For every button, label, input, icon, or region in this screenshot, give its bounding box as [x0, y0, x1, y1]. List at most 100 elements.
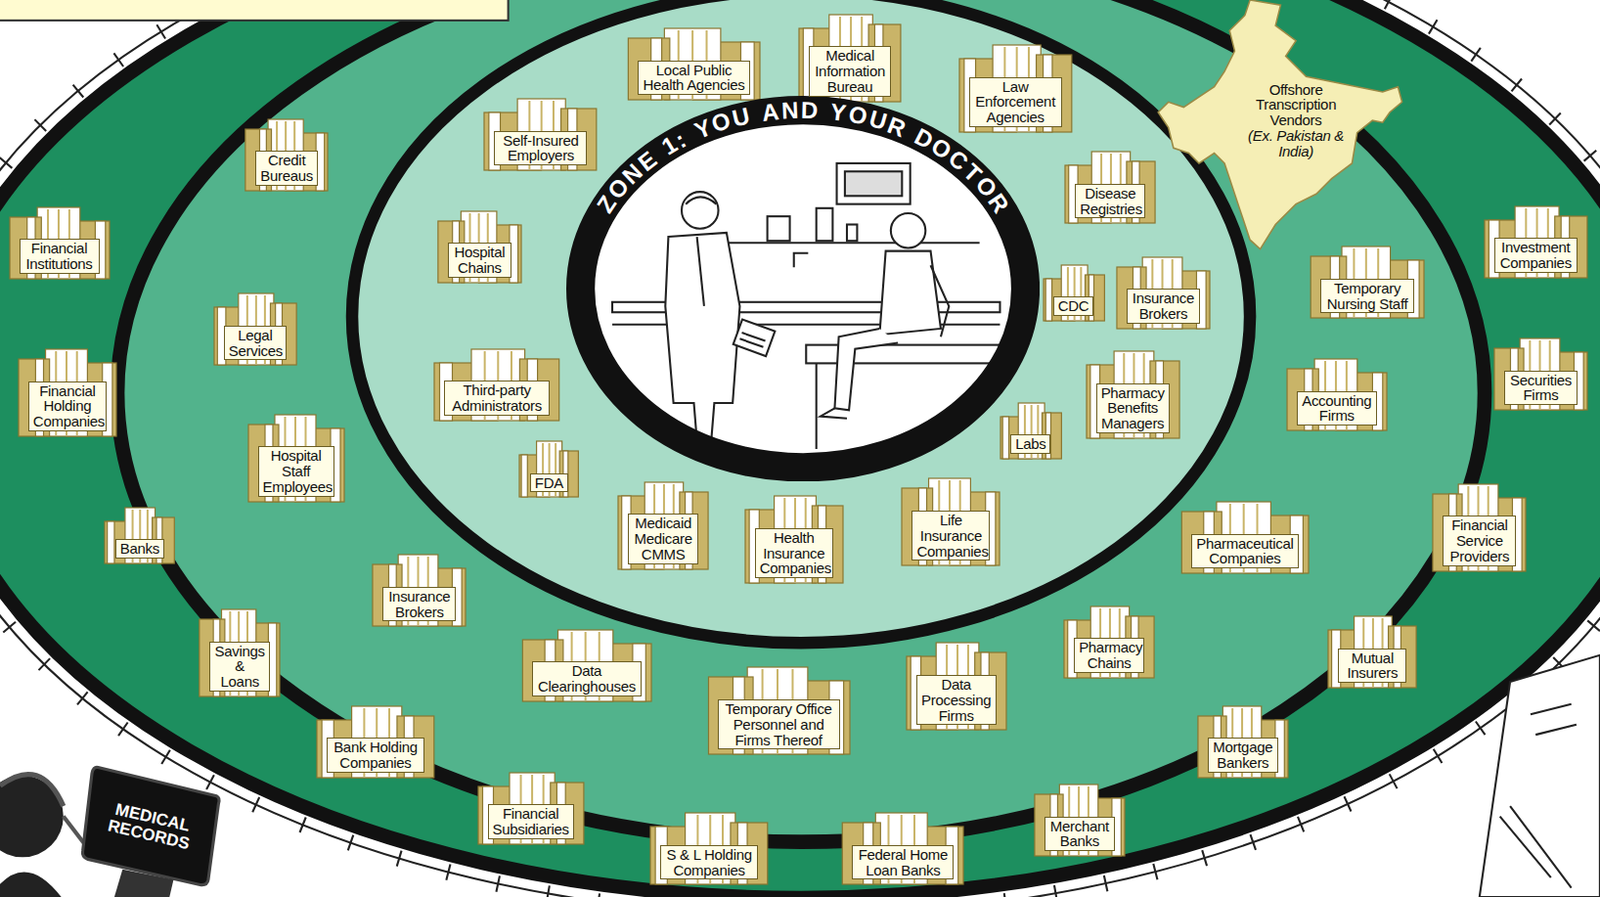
building-label: Data Processing Firms [916, 674, 997, 725]
building-text: Disease Registries [1079, 184, 1143, 218]
building-icon [745, 495, 844, 583]
paper-sketch [1479, 655, 1600, 897]
monitor-label: MEDICAL RECORDS [101, 799, 202, 854]
building-label: Pharmaceutical Companies [1191, 533, 1299, 570]
building-node: Securities Firms [1493, 336, 1589, 411]
building-node: Data Clearinghouses [521, 627, 653, 703]
building-label: Insurance Brokers [382, 586, 456, 623]
building-icon [199, 609, 280, 697]
doctor-illustration [612, 163, 1000, 449]
building-text: Legal Services [228, 326, 283, 359]
zone-title-char: A [759, 97, 781, 128]
building-node: Banks [103, 505, 176, 565]
building-label: S & L Holding Companies [660, 844, 758, 881]
building-label: FDA [530, 473, 569, 493]
building-icon [1287, 358, 1387, 431]
building-node: FDA [518, 439, 579, 498]
top-left-panel [0, 0, 509, 21]
building-icon [104, 507, 175, 564]
building-node: Pharmacy Benefits Managers [1085, 349, 1181, 440]
building-icon [1198, 706, 1289, 778]
building-text: Investment Companies [1500, 238, 1572, 271]
building-label: Hospital Chains [447, 242, 512, 278]
building-label: Banks [115, 538, 165, 559]
building-icon [438, 211, 522, 283]
building-text: Temporary Nursing Staff [1327, 279, 1409, 312]
building-icon [1064, 606, 1155, 678]
building-icon [1034, 784, 1125, 856]
building-icon [484, 98, 597, 171]
building-text: Savings & Loans [215, 642, 266, 691]
building-text: Local Public Health Agencies [643, 61, 746, 94]
building-node: CDC [1042, 263, 1106, 322]
zone-title-char: N [780, 96, 800, 126]
building-icon [478, 772, 584, 845]
building-label: Pharmacy Chains [1073, 637, 1145, 673]
building-text: Medicaid Medicare CMMS [634, 514, 693, 563]
building-node: Life Insurance Companies [900, 476, 1001, 567]
building-text: Merchant Banks [1050, 817, 1110, 850]
building-text: Bank Holding Companies [333, 738, 418, 771]
building-node: Financial Service Providers [1431, 482, 1527, 573]
building-text: Third-party Administrators [451, 381, 542, 414]
building-icon [1494, 338, 1588, 410]
building-text: Mutual Insurers [1346, 649, 1398, 682]
building-block [521, 454, 528, 497]
building-node: Health Insurance Companies [744, 493, 845, 584]
building-text: Financial Subsidiaries [492, 804, 570, 838]
building-node: Savings & Loans [198, 607, 281, 698]
building-text: Federal Home Loan Banks [858, 845, 948, 879]
building-icon [1000, 402, 1062, 459]
building-label: Investment Companies [1494, 237, 1578, 273]
building-label: Financial Institutions [19, 238, 100, 274]
building-node: Hospital Staff Employees [247, 412, 346, 503]
building-icon [799, 14, 901, 102]
building-label: Bank Holding Companies [326, 737, 425, 773]
building-label: Data Clearinghouses [532, 661, 642, 697]
building-icon [1116, 257, 1210, 329]
building-label: Federal Home Loan Banks [851, 844, 954, 881]
building-icon [372, 554, 466, 626]
building-text: FDA [534, 474, 564, 491]
building-node: Accounting Firms [1286, 356, 1388, 432]
building-text: Hospital Chains [453, 243, 505, 276]
building-label: Mortgage Bankers [1207, 737, 1279, 773]
building-node: Self-Insured Employers [483, 96, 598, 172]
building-node: Local Public Health Agencies [626, 26, 761, 101]
building-icon [18, 349, 117, 437]
building-icon [1086, 351, 1180, 439]
building-text: Data Processing Firms [921, 675, 991, 724]
building-label: Self-Insured Employers [493, 131, 587, 167]
inner-zone [352, 0, 1250, 643]
building-node: Hospital Chains [437, 209, 523, 284]
building-label: Local Public Health Agencies [637, 60, 751, 96]
building-node: Bank Holding Companies [315, 704, 436, 779]
zone-title: ZONE 1: YOU AND YOUR DOCTOR [566, 95, 1040, 482]
building-icon [906, 642, 1007, 730]
offshore-map: Offshore Transcription Vendors(Ex. Pakis… [1153, 0, 1404, 251]
map-text: Offshore Transcription Vendors(Ex. Pakis… [1242, 82, 1350, 160]
building-text: Law Enforcement Agencies [975, 78, 1056, 127]
building-label: Medicaid Medicare CMMS [627, 513, 699, 564]
building-text: Hospital Staff Employees [263, 446, 334, 495]
building-label: Temporary Office Personnel and Firms The… [717, 699, 841, 750]
building-node: Third-party Administrators [433, 347, 561, 422]
building-label: Merchant Banks [1044, 816, 1115, 852]
building-label: Medical Information Bureau [808, 45, 891, 96]
building-label: Life Insurance Companies [911, 510, 990, 561]
building-node: Mutual Insurers [1327, 614, 1418, 689]
building-text: Health Insurance Companies [759, 529, 832, 578]
building-text: S & L Holding Companies [666, 845, 752, 879]
building-icon [522, 629, 652, 702]
building-icon [1065, 151, 1156, 223]
building-node: Legal Services [213, 291, 298, 366]
building-icon [959, 44, 1072, 133]
building-text: Data Clearinghouses [537, 662, 636, 695]
building-icon [245, 119, 328, 191]
records-clerk [0, 766, 220, 897]
building-icon [9, 207, 110, 279]
zone-title-char: U [729, 101, 753, 133]
building-text: CDC [1058, 297, 1090, 314]
building-label: Financial Service Providers [1442, 515, 1516, 566]
